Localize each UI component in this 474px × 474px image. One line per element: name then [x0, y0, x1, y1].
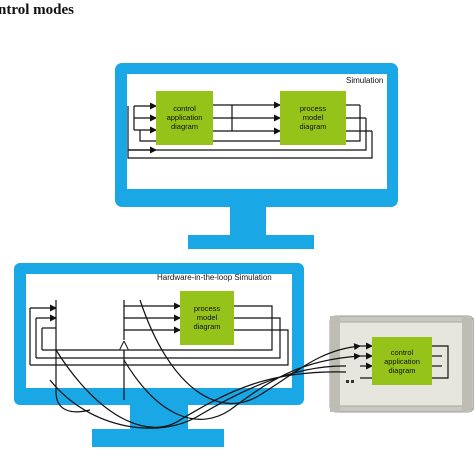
block-line: diagram [388, 366, 415, 375]
block-line: process [300, 104, 327, 113]
figure-heading: ntrol modes [0, 2, 74, 18]
block-line: application [167, 113, 203, 122]
block-line: diagram [193, 322, 220, 331]
hil-wiring [29, 299, 449, 429]
block-line: control [391, 348, 414, 357]
block-line: model [197, 313, 218, 322]
process-model-block-hil: process model diagram [180, 291, 234, 345]
block-line: application [384, 357, 420, 366]
block-line: model [303, 113, 324, 122]
control-application-block-top: control application diagram [156, 91, 213, 145]
hil-simulation-label: Hardware-in-the-loop Simulation [157, 273, 272, 282]
simulation-label: Simulation [346, 76, 383, 85]
block-line: diagram [299, 122, 326, 131]
block-line: process [194, 304, 221, 313]
monitor-icon [14, 263, 304, 447]
control-application-block-device: control application diagram [372, 337, 432, 385]
block-line: control [173, 104, 196, 113]
block-line: diagram [171, 122, 198, 131]
process-model-block-top: process model diagram [280, 91, 346, 145]
monitor-icon [115, 63, 398, 249]
top-wiring [127, 101, 373, 159]
